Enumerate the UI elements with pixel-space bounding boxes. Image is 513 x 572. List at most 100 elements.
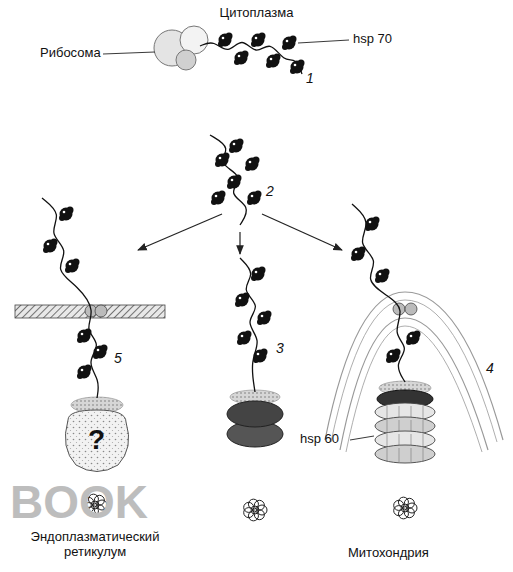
hsp70-lobe	[85, 329, 92, 336]
hsp70-lobe	[51, 239, 58, 246]
hsp70-molecule	[251, 267, 266, 282]
hsp70-lobe	[78, 366, 91, 379]
highlight	[286, 40, 289, 43]
hsp70-lobe	[219, 191, 226, 198]
question-mark: ?	[88, 424, 105, 456]
callout-number: 3	[276, 340, 284, 356]
hsp70-lobe	[387, 350, 400, 363]
hsp70-lobe	[267, 55, 280, 68]
hsp70-lobe	[282, 44, 288, 50]
hsp70-molecule	[247, 191, 262, 206]
hsp70-molecule	[229, 139, 244, 154]
arrow	[138, 214, 222, 250]
hsp70-lobe	[251, 275, 257, 281]
hsp70-lobe	[228, 176, 241, 189]
hsp70-molecule	[234, 51, 249, 66]
hsp70-lobe	[77, 337, 83, 343]
highlight	[222, 37, 225, 40]
hsp70-lobe	[248, 192, 261, 205]
ring-lobe	[423, 420, 424, 434]
hsp70-lobe	[235, 175, 242, 182]
hsp70-molecule	[211, 191, 226, 206]
inner-membrane	[346, 326, 482, 452]
translocon	[405, 303, 417, 315]
hsp70-lobe	[376, 270, 389, 283]
hsp70-lobe	[85, 365, 92, 372]
ring-lobe	[411, 448, 412, 462]
highlight	[81, 333, 84, 336]
hsp70-lobe	[73, 259, 80, 266]
hsp70-lobe	[43, 247, 49, 253]
hsp70-lobe	[245, 165, 251, 171]
hsp70-molecule	[77, 329, 92, 344]
highlight	[233, 143, 236, 146]
highlight	[63, 211, 66, 214]
highlight	[241, 335, 244, 338]
hsp70-lobe	[407, 332, 420, 345]
hsp70-lobe	[60, 208, 73, 221]
polypeptide-chain	[42, 198, 98, 398]
ring-lobe	[387, 434, 388, 448]
hsp70-lobe	[290, 36, 297, 43]
hsp70-lobe	[215, 161, 221, 167]
highlight	[219, 157, 222, 160]
highlight	[369, 221, 372, 224]
highlight	[379, 273, 382, 276]
polypeptide-chain	[210, 135, 246, 225]
ring-lobe	[423, 406, 424, 420]
folded-protein	[394, 497, 417, 519]
hsp70-lobe	[373, 217, 380, 224]
ring-lobe	[399, 448, 400, 462]
hsp70-lobe	[66, 260, 79, 273]
hsp70-lobe	[93, 353, 99, 359]
hsp70-lobe	[291, 61, 304, 74]
hsp70-lobe	[223, 153, 230, 160]
highlight	[410, 335, 413, 338]
hsp70-molecule	[65, 259, 80, 274]
hsp70-lobe	[77, 373, 83, 379]
chaperone-ring	[227, 401, 283, 427]
highlight	[249, 161, 252, 164]
hsp70-molecule	[245, 157, 260, 172]
highlight	[215, 195, 218, 198]
hsp70-molecule	[251, 33, 266, 48]
hsp70-lobe	[359, 247, 366, 254]
hsp70-lobe	[101, 345, 108, 352]
polypeptide-chain	[200, 42, 302, 74]
hsp70-lobe	[78, 330, 91, 343]
hsp70-molecule	[215, 153, 230, 168]
leader-line	[298, 40, 349, 43]
hsp70-lobe	[258, 312, 271, 325]
hsp70-lobe	[254, 350, 267, 363]
hsp70-molecule	[93, 345, 108, 360]
hsp70-lobe	[252, 268, 265, 281]
hsp70-lobe	[351, 255, 357, 261]
ring-lobe	[387, 448, 388, 462]
hsp70-lobe	[59, 215, 65, 221]
hsp70-lobe	[252, 34, 265, 47]
hsp70-lobe	[251, 41, 257, 47]
callout-number: 5	[114, 350, 122, 366]
hsp70-lobe	[255, 191, 262, 198]
hsp70-lobe	[67, 207, 74, 214]
callout-number: 4	[486, 360, 494, 376]
hsp70-molecule	[59, 207, 74, 222]
ribosome-subunit	[176, 50, 196, 70]
ribosome	[154, 26, 208, 70]
highlight	[47, 243, 50, 246]
hsp70-molecule	[77, 365, 92, 380]
highlight	[270, 58, 273, 61]
part-label: Рибосома	[40, 46, 101, 61]
hsp70-lobe	[257, 319, 263, 325]
outer-membrane	[331, 300, 497, 442]
highlight	[69, 263, 72, 266]
hsp70-molecule	[257, 311, 272, 326]
hsp70-lobe	[259, 267, 266, 274]
hsp70-lobe	[259, 33, 266, 40]
hsp70-lobe	[383, 269, 390, 276]
leader-line	[103, 52, 155, 54]
highlight	[294, 64, 297, 67]
hsp70-lobe	[274, 54, 281, 61]
hsp70-lobe	[230, 140, 243, 153]
